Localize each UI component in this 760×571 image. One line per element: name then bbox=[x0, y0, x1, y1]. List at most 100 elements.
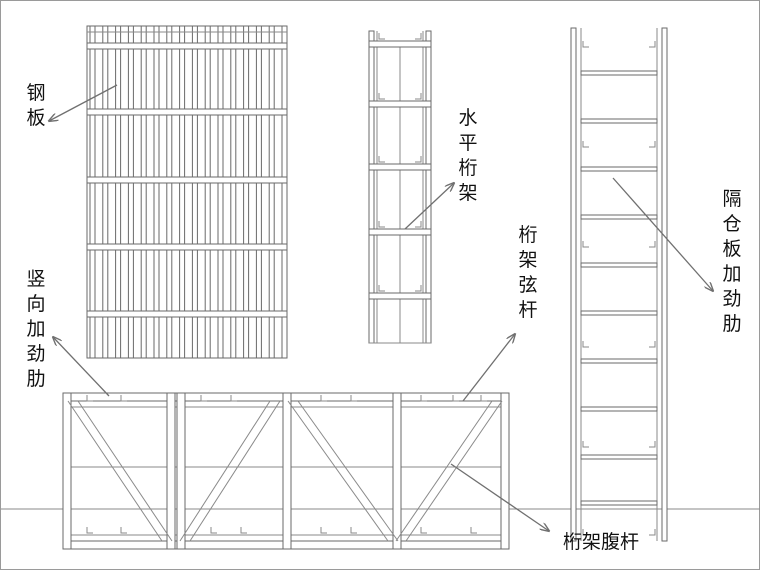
truss-vertical-post bbox=[62, 392, 72, 550]
plate-vertical-stiffener bbox=[268, 25, 275, 359]
truss-web-member bbox=[189, 400, 281, 542]
bulk-stiffener bbox=[580, 358, 658, 364]
plate-vertical-stiffener bbox=[115, 25, 122, 359]
arrow-bulkhead-stiffener bbox=[612, 177, 713, 291]
steel-plate-panel bbox=[86, 25, 288, 359]
htruss-bracket bbox=[378, 33, 385, 40]
truss-top-bracket bbox=[452, 395, 459, 402]
bulk-stiffener bbox=[580, 310, 658, 316]
plate-horizontal-girder bbox=[86, 310, 288, 318]
truss-top-bracket bbox=[230, 395, 237, 402]
truss-top-bracket bbox=[320, 395, 327, 402]
bulk-stiffener bbox=[580, 500, 658, 506]
truss-top-bracket bbox=[86, 395, 93, 402]
bulk-bracket bbox=[582, 141, 589, 148]
htruss-bracket bbox=[378, 156, 385, 163]
truss-web-member bbox=[405, 400, 503, 542]
truss-top-bracket bbox=[480, 395, 487, 402]
bulk-stiffener bbox=[580, 454, 658, 460]
bulk-bracket bbox=[582, 241, 589, 248]
truss-bottom-bracket bbox=[320, 527, 327, 534]
htruss-cross-member bbox=[368, 100, 432, 108]
label-truss-web-member: 桁架腹杆 bbox=[563, 531, 640, 553]
plate-vertical-stiffener bbox=[179, 25, 186, 359]
htruss-bracket bbox=[415, 156, 422, 163]
truss-web-member bbox=[77, 400, 173, 542]
htruss-bracket bbox=[378, 221, 385, 228]
truss-vertical-post bbox=[166, 392, 176, 550]
plate-vertical-stiffener bbox=[230, 25, 237, 359]
bulk-bracket bbox=[582, 441, 589, 448]
main-truss-drawing bbox=[62, 392, 510, 550]
truss-vertical-post bbox=[392, 392, 402, 550]
truss-top-bracket bbox=[420, 395, 427, 402]
plate-vertical-stiffener bbox=[191, 25, 198, 359]
truss-vertical-post bbox=[176, 392, 186, 550]
truss-top-bracket bbox=[200, 395, 207, 402]
truss-bottom-bracket bbox=[470, 527, 477, 534]
bulk-stiffener bbox=[580, 214, 658, 220]
truss-bottom-bracket bbox=[350, 527, 357, 534]
htruss-bracket bbox=[415, 285, 422, 292]
label-truss-chord: 桁架弦杆 bbox=[518, 224, 538, 321]
bulk-right-side bbox=[661, 27, 668, 542]
bulk-bracket bbox=[649, 241, 656, 248]
bulk-bracket bbox=[649, 341, 656, 348]
plate-horizontal-girder bbox=[86, 176, 288, 184]
truss-web-member bbox=[297, 400, 399, 542]
htruss-bracket bbox=[415, 93, 422, 100]
plate-vertical-stiffener bbox=[153, 25, 160, 359]
bulk-left-side bbox=[570, 27, 577, 542]
truss-top-bracket bbox=[350, 395, 357, 402]
plate-vertical-stiffener bbox=[204, 25, 211, 359]
plate-vertical-stiffener bbox=[127, 25, 134, 359]
htruss-cross-member bbox=[368, 163, 432, 171]
plate-vertical-stiffener bbox=[243, 25, 250, 359]
arrow-vertical-stiffener bbox=[53, 337, 110, 397]
label-horizontal-truss: 水平桁架 bbox=[458, 107, 478, 204]
truss-vertical-post bbox=[282, 392, 292, 550]
arrow-steel-plate bbox=[49, 84, 118, 121]
arrow-truss-web bbox=[450, 463, 549, 531]
bulk-stiffener bbox=[580, 166, 658, 172]
plate-vertical-stiffener bbox=[255, 25, 262, 359]
htruss-bracket bbox=[415, 221, 422, 228]
horizontal-truss-drawing bbox=[368, 30, 432, 344]
plate-vertical-stiffener bbox=[102, 25, 109, 359]
htruss-bracket bbox=[378, 93, 385, 100]
label-bulkhead-stiffener: 隔仓板加劲肋 bbox=[722, 188, 742, 335]
bulk-stiffener bbox=[580, 70, 658, 76]
truss-top-bracket bbox=[120, 395, 127, 402]
truss-bottom-bracket bbox=[86, 527, 93, 534]
htruss-cross-member bbox=[368, 292, 432, 300]
bulk-stiffener bbox=[580, 262, 658, 268]
htruss-bracket bbox=[415, 33, 422, 40]
plate-vertical-stiffener bbox=[140, 25, 147, 359]
plate-vertical-stiffener bbox=[89, 25, 96, 359]
plate-vertical-stiffener bbox=[217, 25, 224, 359]
arrow-truss-chord bbox=[462, 334, 515, 402]
bulk-bracket bbox=[649, 441, 656, 448]
truss-web-member bbox=[67, 400, 163, 542]
bulk-bracket bbox=[649, 41, 656, 48]
label-steel-plate: 钢板 bbox=[26, 82, 46, 129]
bulk-bracket bbox=[582, 41, 589, 48]
bulk-bracket bbox=[582, 341, 589, 348]
bulk-bracket bbox=[582, 529, 589, 536]
plate-horizontal-girder bbox=[86, 243, 288, 251]
truss-bottom-bracket bbox=[120, 527, 127, 534]
truss-vertical-post bbox=[500, 392, 510, 550]
bulk-stiffener bbox=[580, 406, 658, 412]
htruss-cross-member bbox=[368, 40, 432, 48]
label-vertical-stiffener: 竖向加劲肋 bbox=[26, 268, 46, 390]
plate-vertical-stiffener bbox=[281, 25, 288, 359]
truss-bottom-bracket bbox=[240, 527, 247, 534]
plate-horizontal-girder bbox=[86, 108, 288, 116]
truss-web-member bbox=[287, 400, 389, 542]
bulk-bracket bbox=[649, 141, 656, 148]
plate-vertical-stiffener bbox=[166, 25, 173, 359]
bulk-stiffener bbox=[580, 118, 658, 124]
truss-bottom-bracket bbox=[420, 527, 427, 534]
